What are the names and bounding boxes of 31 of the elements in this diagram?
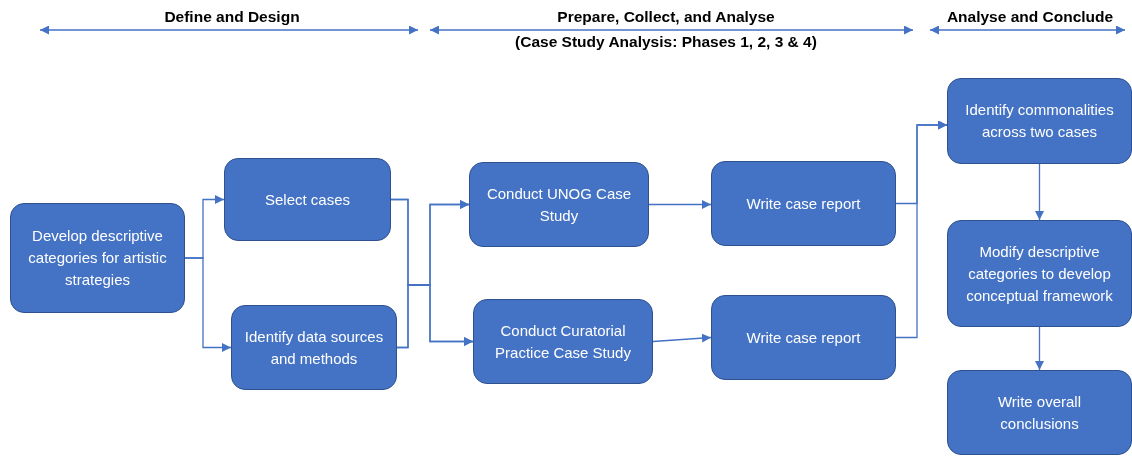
- box-text: Select cases: [264, 189, 350, 210]
- arrow: [1035, 163, 1044, 221]
- arrow: [396, 284, 474, 349]
- box-text: Conduct Curatorial Practice Case Study: [494, 320, 632, 363]
- phase-heading: Define and Design: [164, 8, 300, 26]
- arrow: [648, 200, 712, 209]
- box-text: Write case report: [746, 193, 861, 214]
- arrow: [184, 257, 232, 352]
- process-box: [711, 161, 896, 246]
- arrow: [895, 120, 948, 339]
- process-box: [469, 162, 649, 247]
- process-box: [947, 78, 1132, 164]
- process-box: [473, 299, 653, 384]
- box-text: Conduct UNOG Case Study: [485, 183, 633, 226]
- box-text: Identify data sources and methods: [243, 326, 385, 369]
- process-box: [224, 158, 391, 241]
- box-text: Write case report: [746, 327, 861, 348]
- phase-heading: (Case Study Analysis: Phases 1, 2, 3 & 4): [515, 33, 817, 51]
- process-box: [711, 295, 896, 380]
- box-text: Modify descriptive categories to develop conceptual framework: [965, 241, 1114, 306]
- phase-heading: Analyse and Conclude: [946, 8, 1114, 26]
- arrow: [1035, 326, 1044, 371]
- arrow: [652, 333, 712, 343]
- phase-heading: Prepare, Collect, and Analyse: [557, 8, 775, 26]
- box-text: Write overall conclusions: [996, 391, 1083, 434]
- process-box: [947, 370, 1132, 455]
- process-box: [10, 203, 185, 313]
- box-text: Identify commonalities across two cases: [964, 100, 1115, 142]
- box-text: Develop descriptive categories for artistic strategies: [27, 226, 168, 290]
- process-box: [947, 220, 1132, 327]
- process-box: [231, 305, 397, 390]
